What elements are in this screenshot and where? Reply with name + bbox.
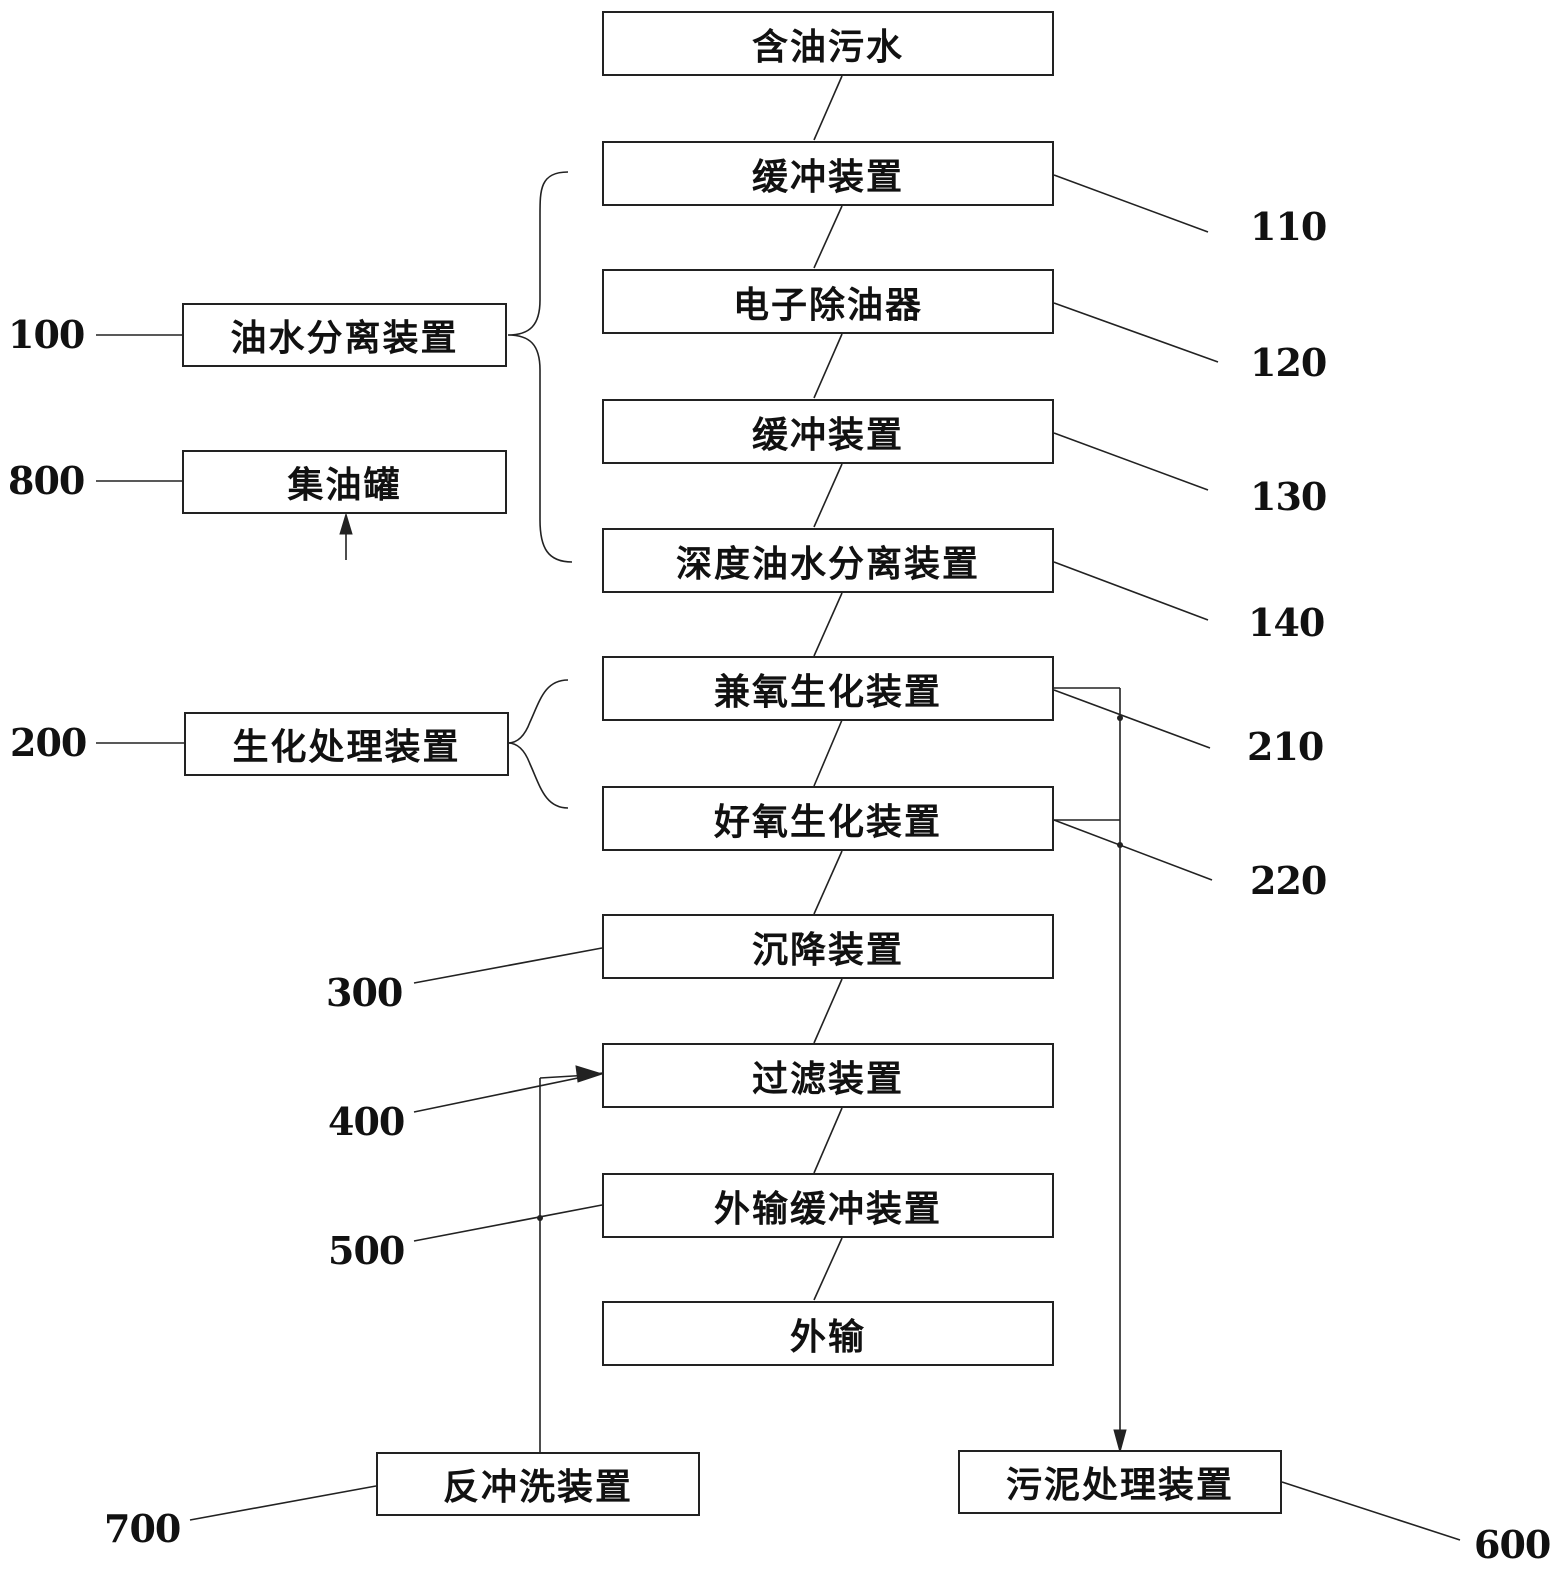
oil-water-separation-text: 油水分离装置 xyxy=(230,318,459,359)
ref-label-140: 140 xyxy=(1248,600,1325,645)
ref-label-400: 400 xyxy=(328,1099,405,1144)
electronic-oil-remover-box: 电子除油器 xyxy=(602,269,1054,334)
facultative-biochemical-box: 兼氧生化装置 xyxy=(602,656,1054,721)
backwash-device-text: 反冲洗装置 xyxy=(442,1467,633,1508)
settling-device-box: 沉降装置 xyxy=(602,914,1054,979)
backwash-device-box: 反冲洗装置 xyxy=(376,1452,700,1516)
biochemical-treatment-text: 生化处理装置 xyxy=(232,727,461,768)
ref-label-220: 220 xyxy=(1250,858,1327,903)
export-buffer-device-box: 外输缓冲装置 xyxy=(602,1173,1054,1238)
export-box: 外输 xyxy=(602,1301,1054,1366)
ref-label-110: 110 xyxy=(1250,204,1327,249)
settling-device-text: 沉降装置 xyxy=(751,929,904,971)
export-text: 外输 xyxy=(789,1316,866,1358)
sludge-treatment-text: 污泥处理装置 xyxy=(1005,1465,1234,1506)
oil-collection-tank-text: 集油罐 xyxy=(287,465,402,506)
ref-label-500: 500 xyxy=(328,1228,405,1273)
oil-collection-tank-box: 集油罐 xyxy=(182,450,507,514)
oil-water-separation-box: 油水分离装置 xyxy=(182,303,507,367)
filtering-device-text: 过滤装置 xyxy=(751,1058,904,1100)
ref-label-210: 210 xyxy=(1247,724,1324,769)
buffer-device-box-110: 缓冲装置 xyxy=(602,141,1054,206)
aerobic-biochemical-box: 好氧生化装置 xyxy=(602,786,1054,851)
ref-label-800: 800 xyxy=(8,458,85,503)
aerobic-biochemical-text: 好氧生化装置 xyxy=(713,801,942,843)
oily-wastewater-box: 含油污水 xyxy=(602,11,1054,76)
sludge-treatment-box: 污泥处理装置 xyxy=(958,1450,1282,1514)
buffer-device-box-130: 缓冲装置 xyxy=(602,399,1054,464)
buffer-device-text-130: 缓冲装置 xyxy=(751,414,904,456)
ref-label-300: 300 xyxy=(326,970,403,1015)
ref-label-200: 200 xyxy=(10,720,87,765)
deep-oil-water-separator-box: 深度油水分离装置 xyxy=(602,528,1054,593)
export-buffer-device-text: 外输缓冲装置 xyxy=(713,1188,942,1230)
filtering-device-box: 过滤装置 xyxy=(602,1043,1054,1108)
electronic-oil-remover-text: 电子除油器 xyxy=(732,284,923,326)
ref-label-100: 100 xyxy=(8,312,85,357)
oily-wastewater-text: 含油污水 xyxy=(751,26,904,68)
facultative-biochemical-text: 兼氧生化装置 xyxy=(713,671,942,713)
ref-label-130: 130 xyxy=(1250,474,1327,519)
ref-label-120: 120 xyxy=(1250,340,1327,385)
ref-label-600: 600 xyxy=(1474,1522,1551,1567)
buffer-device-text-110: 缓冲装置 xyxy=(751,156,904,198)
deep-oil-water-separator-text: 深度油水分离装置 xyxy=(675,543,980,585)
biochemical-treatment-box: 生化处理装置 xyxy=(184,712,509,776)
ref-label-700: 700 xyxy=(104,1506,181,1551)
